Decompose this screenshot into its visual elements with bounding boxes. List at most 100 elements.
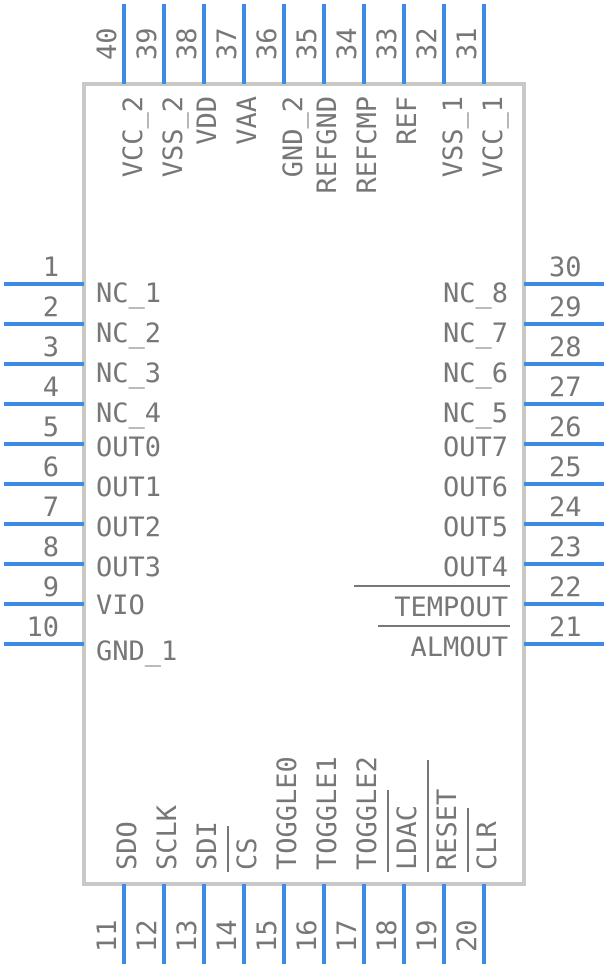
pin-17: 17 TOGGLE2 <box>332 756 383 964</box>
pin-16: 16 TOGGLE1 <box>292 756 343 964</box>
pin-label: GND_2 <box>278 96 309 177</box>
pin-number: 36 <box>252 27 283 60</box>
pin-number: 5 <box>43 412 59 443</box>
pin-number: 21 <box>549 612 582 643</box>
pin-3: 3NC_3 <box>4 332 161 389</box>
pin-number: 30 <box>549 252 582 283</box>
pin-label: VSS_1 <box>438 96 469 177</box>
pin-number: 4 <box>43 372 59 403</box>
active-low-overbars <box>227 585 510 872</box>
pin-label: REFGND <box>312 96 343 194</box>
pin-label: OUT2 <box>96 512 161 543</box>
pin-label: OUT5 <box>443 512 508 543</box>
pin-number: 34 <box>332 27 363 60</box>
pin-number: 23 <box>549 532 582 563</box>
pin-label: OUT3 <box>96 552 161 583</box>
pin-number: 9 <box>43 572 59 603</box>
pin-label: OUT0 <box>96 432 161 463</box>
pin-label: SCLK <box>152 804 183 870</box>
pin-label: OUT4 <box>443 552 508 583</box>
pin-number: 16 <box>292 919 323 952</box>
pin-19: 19 RESET <box>412 789 463 964</box>
pin-number: 38 <box>172 27 203 60</box>
pin-12: 12 SCLK <box>132 804 183 964</box>
pin-label: NC_5 <box>443 398 508 429</box>
pin-number: 11 <box>92 919 123 952</box>
pin-13: 13 SDI <box>172 821 223 964</box>
pin-number: 17 <box>332 919 363 952</box>
pin-number: 10 <box>26 612 59 643</box>
pin-number: 26 <box>549 412 582 443</box>
pin-number: 25 <box>549 452 582 483</box>
pin-number: 33 <box>372 27 403 60</box>
pin-number: 28 <box>549 332 582 363</box>
pin-number: 20 <box>452 919 483 952</box>
pin-label: TEMPOUT <box>394 592 508 623</box>
pin-number: 19 <box>412 919 443 952</box>
pin-number: 24 <box>549 492 582 523</box>
pin-number: 2 <box>43 292 59 323</box>
pin-number: 3 <box>43 332 59 363</box>
pin-label: RESET <box>432 789 463 870</box>
pin-label: ALMOUT <box>410 632 508 663</box>
pin-label: CLR <box>472 820 503 870</box>
pin-4: 4NC_4 <box>4 372 161 429</box>
pin-number: 15 <box>252 919 283 952</box>
pin-number: 8 <box>43 532 59 563</box>
pin-label: VIO <box>96 590 145 621</box>
pin-number: 12 <box>132 919 163 952</box>
pin-number: 7 <box>43 492 59 523</box>
pin-label: NC_4 <box>96 398 161 429</box>
pin-number: 13 <box>172 919 203 952</box>
pin-label: NC_6 <box>443 358 508 389</box>
pin-label: TOGGLE1 <box>312 756 343 870</box>
chip-body <box>82 82 526 886</box>
pin-label: REF <box>392 96 423 145</box>
pin-number: 31 <box>452 27 483 60</box>
pin-label: GND_1 <box>96 636 177 667</box>
pin-label: TOGGLE0 <box>272 756 303 870</box>
pin-11: 11 SDO <box>92 821 143 964</box>
pin-label: VCC_1 <box>478 96 509 177</box>
pin-label: OUT7 <box>443 432 508 463</box>
pin-label: SDO <box>112 821 143 870</box>
pin-1: 1NC_1 <box>4 252 161 309</box>
pin-15: 15 TOGGLE0 <box>252 756 303 964</box>
pin-label: VSS_2 <box>158 96 189 177</box>
pin-label: VDD <box>192 96 223 145</box>
pin-label: NC_2 <box>96 318 161 349</box>
pin-number: 40 <box>92 27 123 60</box>
pin-number: 39 <box>132 27 163 60</box>
pin-label: TOGGLE2 <box>352 756 383 870</box>
pin-label: SDI <box>192 821 223 870</box>
pin-label: OUT6 <box>443 472 508 503</box>
pin-label: NC_1 <box>96 278 161 309</box>
pin-label: REFCMP <box>352 96 383 194</box>
pin-number: 29 <box>549 292 582 323</box>
pin-number: 14 <box>212 919 243 952</box>
pin-label: NC_3 <box>96 358 161 389</box>
pin-label: NC_7 <box>443 318 508 349</box>
